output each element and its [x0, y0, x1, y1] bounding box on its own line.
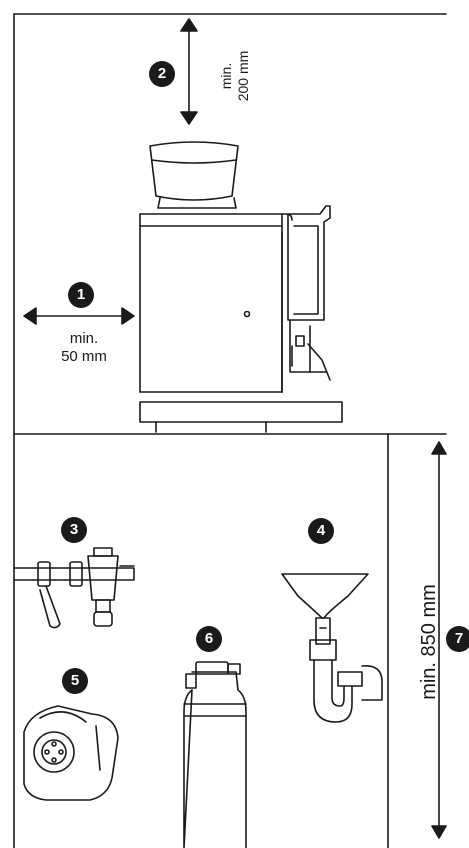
badge-5: 5	[62, 668, 88, 694]
badge-2: 2	[149, 61, 175, 87]
badge-7: 7	[446, 626, 469, 652]
sink-drain-icon	[281, 573, 383, 723]
top-clearance-label: min. 200 mm	[218, 36, 254, 116]
side-clearance-label-line1: min.	[69, 330, 99, 347]
top-clearance-label-line1: min.	[218, 62, 234, 90]
height-arrow	[431, 441, 447, 839]
side-clearance-arrow	[23, 307, 135, 325]
coffee-machine-icon	[139, 141, 343, 433]
water-filter-cartridge-icon	[183, 661, 247, 848]
side-clearance-label: min. 50 mm	[48, 330, 120, 366]
badge-6: 6	[196, 626, 222, 652]
side-clearance-label-line2: 50 mm	[61, 348, 107, 365]
badge-4: 4	[308, 518, 334, 544]
height-label: min. 850 mm	[418, 584, 440, 700]
power-socket-icon	[23, 705, 119, 801]
badge-3: 3	[61, 517, 87, 543]
badge-1: 1	[68, 282, 94, 308]
top-clearance-arrow	[180, 18, 198, 125]
water-valve-filter-icon	[13, 547, 135, 629]
room-outline	[13, 13, 447, 848]
top-clearance-label-line2: 200 mm	[235, 50, 251, 102]
